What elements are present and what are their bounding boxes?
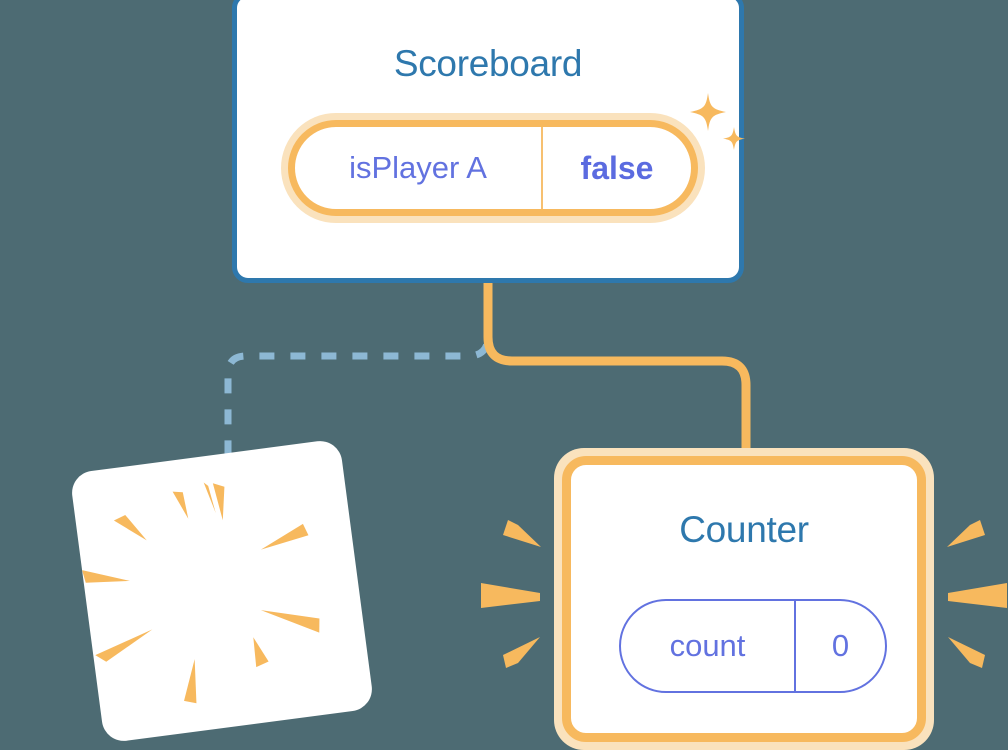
sparkle-group (690, 93, 745, 150)
burst-ray-icon (947, 520, 985, 547)
counter-burst-left (481, 520, 541, 668)
burst-ray-icon (184, 659, 197, 704)
burst-ray-icon (260, 610, 320, 633)
burst-ray-icon (172, 491, 189, 519)
scoreboard-card[interactable]: Scoreboard isPlayer A false (232, 0, 745, 283)
burst-ray-icon (95, 629, 153, 662)
scoreboard-state-key: isPlayer A (295, 127, 543, 209)
burst-ray-icon (481, 583, 540, 608)
burst-ray-icon (113, 514, 147, 541)
burst-ray-icon (260, 523, 309, 550)
burst-rays-group (82, 482, 320, 704)
burst-ray-icon (948, 583, 1007, 608)
burst-ray-icon (503, 637, 540, 668)
connector-dashed-scoreboard-to-ghost (224, 283, 492, 470)
counter-state-pill[interactable]: count 0 (619, 599, 887, 693)
sparkle-star-large-icon (690, 93, 726, 131)
burst-ray-icon (503, 520, 541, 547)
burst-ray-icon (212, 483, 225, 521)
counter-card[interactable]: Counter count 0 (554, 448, 934, 750)
scoreboard-state-pill[interactable]: isPlayer A false (281, 113, 705, 223)
counter-title: Counter (679, 509, 809, 550)
counter-state-key: count (621, 601, 796, 691)
counter-state-value: 0 (831, 628, 850, 663)
connector-solid-scoreboard-to-counter (483, 280, 751, 460)
burst-ray-icon (948, 637, 985, 668)
burst-ray-icon (203, 482, 216, 514)
burst-ray-icon (253, 637, 269, 668)
scoreboard-state-value: false (580, 149, 654, 186)
sparkle-star-small-icon (723, 127, 745, 150)
counter-burst-right (947, 520, 1007, 668)
scoreboard-title: Scoreboard (393, 43, 583, 84)
burst-ray-icon (82, 570, 130, 583)
empty-component-card[interactable] (69, 438, 375, 744)
